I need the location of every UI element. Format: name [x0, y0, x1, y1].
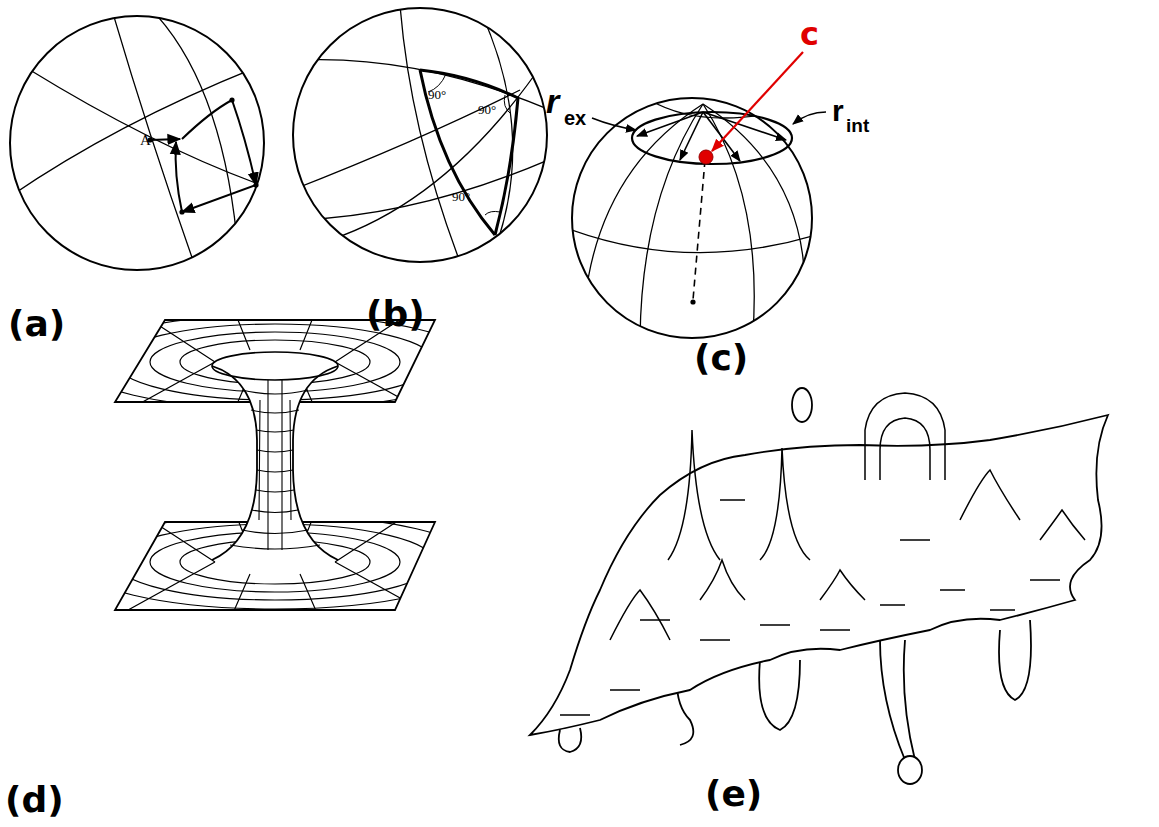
radius-subscript: ex	[564, 108, 586, 128]
angle-label: 90°	[452, 190, 470, 203]
radius-subscript: int	[846, 116, 869, 135]
sphere-a	[5, 8, 275, 280]
panel-label: (b)	[366, 296, 425, 332]
panel-label: (a)	[8, 306, 65, 342]
center-label: c	[800, 18, 819, 50]
spacetime-foam	[530, 388, 1108, 784]
panel-label: (d)	[5, 782, 64, 818]
radius-label: r	[832, 96, 844, 126]
point-label: A	[140, 133, 151, 148]
sphere-b	[292, 5, 550, 262]
radius-label: r	[546, 84, 559, 118]
wormhole	[75, 300, 475, 620]
panel-label: (e)	[705, 776, 762, 812]
panel-label: (c)	[694, 340, 748, 376]
angle-label: 90°	[428, 88, 446, 101]
angle-label: 90°	[478, 103, 496, 116]
sphere-c	[572, 52, 826, 345]
